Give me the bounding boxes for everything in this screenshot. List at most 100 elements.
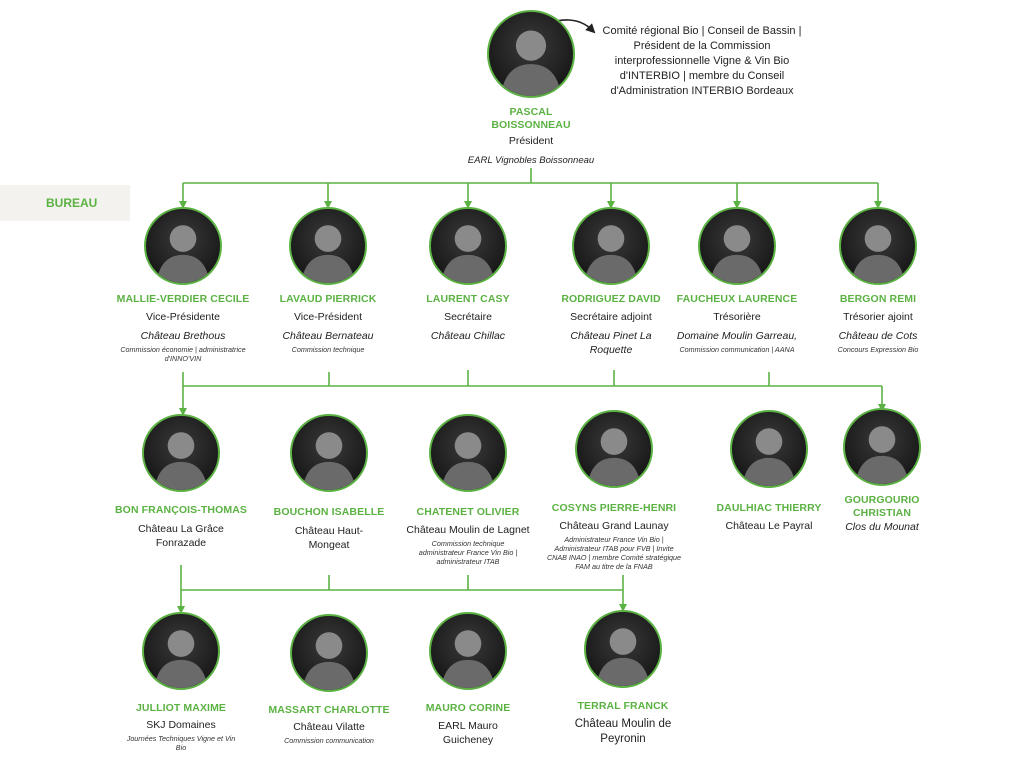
member-name: LAVAUD PIERRICK (279, 293, 377, 305)
member-photo (575, 410, 653, 488)
member-org: Château Moulin de Lagnet (406, 524, 530, 536)
person-silhouette-icon (441, 225, 495, 283)
member-role: Secrétaire (444, 311, 492, 323)
person-silhouette-icon (302, 632, 356, 690)
person-silhouette-icon (302, 432, 356, 490)
member-row1-4: COSYNS PIERRE-HENRI Château Grand Launay… (539, 410, 689, 571)
member-name: RODRIGUEZ DAVID (561, 293, 661, 305)
member-org: Château Moulin de Peyronin (574, 718, 672, 745)
member-org: Château Vilatte (293, 721, 365, 733)
member-photo (730, 410, 808, 488)
president-card: PASCAL BOISSONNEAU Président EARL Vignob… (427, 10, 635, 168)
member-note: Commission communication | AANA (679, 345, 795, 354)
member-row2-1: JULLIOT MAXIME SKJ Domaines Journées Tec… (106, 612, 256, 752)
member-name: TERRAL FRANCK (577, 700, 669, 712)
member-row2-2: MASSART CHARLOTTE Château Vilatte Commis… (254, 614, 404, 745)
member-role: Trésorier ajoint (843, 311, 913, 323)
person-silhouette-icon (587, 428, 641, 486)
member-photo (429, 414, 507, 492)
member-name: FAUCHEUX LAURENCE (676, 293, 798, 305)
member-row2-3: MAURO CORINE EARL Mauro Guicheney (393, 612, 543, 747)
member-name: JULLIOT MAXIME (135, 702, 227, 714)
president-role: Président (508, 135, 554, 147)
bureau-label-box: BUREAU (0, 185, 130, 221)
president-org: EARL Vignobles Boissonneau (467, 155, 595, 166)
member-photo (839, 207, 917, 285)
member-org: Château Pinet La Roquette (570, 330, 652, 356)
member-role: Vice-Présidente (146, 311, 220, 323)
person-silhouette-icon (301, 225, 355, 283)
bureau-member-6: BERGON REMI Trésorier ajoint Château de … (803, 207, 953, 354)
member-org: Domaine Moulin Garreau, (676, 330, 798, 342)
member-role: Vice-Président (293, 311, 363, 323)
person-silhouette-icon (855, 426, 909, 484)
member-role: Trésorière (713, 311, 761, 323)
member-org: Château Chillac (430, 330, 506, 342)
person-silhouette-icon (441, 432, 495, 490)
member-photo (572, 207, 650, 285)
member-row1-3: CHATENET OLIVIER Château Moulin de Lagne… (393, 414, 543, 566)
member-note: Commission technique (291, 345, 365, 354)
member-org: SKJ Domaines (146, 719, 216, 731)
member-photo (429, 612, 507, 690)
member-name: COSYNS PIERRE-HENRI (551, 502, 677, 514)
bureau-label: BUREAU (46, 196, 98, 210)
member-name: CHATENET OLIVIER (416, 506, 520, 518)
member-row1-6: GOURGOURIO CHRISTIAN Clos du Mounat (807, 408, 957, 534)
member-photo (289, 207, 367, 285)
person-silhouette-icon (851, 225, 905, 283)
bureau-member-4: RODRIGUEZ DAVID Secrétaire adjoint Châte… (536, 207, 686, 359)
member-org: Château Bernateau (282, 330, 374, 342)
member-photo (142, 414, 220, 492)
member-note: Administrateur France Vin Bio | Administ… (546, 535, 682, 571)
person-silhouette-icon (500, 30, 562, 96)
member-photo (843, 408, 921, 486)
member-photo (290, 614, 368, 692)
member-note: Journées Techniques Vigne et Vin Bio (126, 734, 236, 752)
person-silhouette-icon (156, 225, 210, 283)
member-row1-5: DAULHIAC THIERRY Château Le Payral (694, 410, 844, 533)
member-name: BOUCHON ISABELLE (273, 506, 385, 518)
person-silhouette-icon (596, 628, 650, 686)
member-name: DAULHIAC THIERRY (716, 502, 822, 514)
person-silhouette-icon (154, 630, 208, 688)
president-note: Comité régional Bio | Conseil de Bassin … (602, 25, 802, 97)
member-photo (584, 610, 662, 688)
person-silhouette-icon (710, 225, 764, 283)
member-row2-4: TERRAL FRANCK Château Moulin de Peyronin (548, 610, 698, 747)
member-org: Château Le Payral (725, 520, 813, 532)
member-row1-1: BON FRANÇOIS-THOMAS Château La Grâce Fon… (106, 414, 256, 550)
member-name: MAURO CORINE (425, 702, 511, 714)
member-name: BON FRANÇOIS-THOMAS (115, 504, 247, 516)
member-org: Château de Cots (838, 330, 918, 342)
bureau-member-3: LAURENT CASY Secrétaire Château Chillac (393, 207, 543, 345)
member-name: MALLIE-VERDIER CECILE (116, 293, 250, 305)
member-role: Secrétaire adjoint (570, 311, 652, 323)
person-silhouette-icon (742, 428, 796, 486)
person-silhouette-icon (441, 630, 495, 688)
member-org: EARL Mauro Guicheney (438, 720, 498, 746)
member-photo (142, 612, 220, 690)
member-org: Château La Grâce Fonrazade (138, 523, 224, 549)
member-note: Commission communication (284, 736, 374, 745)
bureau-member-1: MALLIE-VERDIER CECILE Vice-Présidente Ch… (108, 207, 258, 363)
member-name: GOURGOURIO CHRISTIAN (844, 494, 920, 519)
person-silhouette-icon (584, 225, 638, 283)
member-note: Concours Expression Bio (837, 345, 919, 354)
member-photo (290, 414, 368, 492)
bureau-member-2: LAVAUD PIERRICK Vice-Président Château B… (253, 207, 403, 354)
member-row1-2: BOUCHON ISABELLE Château Haut-Mongeat (254, 414, 404, 552)
member-org: Château Brethous (140, 330, 226, 342)
member-photo (429, 207, 507, 285)
member-name: LAURENT CASY (426, 293, 510, 305)
member-name: MASSART CHARLOTTE (268, 704, 390, 716)
member-note: Commission technique administrateur Fran… (418, 539, 518, 566)
person-silhouette-icon (154, 432, 208, 490)
member-name: BERGON REMI (839, 293, 917, 305)
member-org: Clos du Mounat (845, 521, 919, 533)
member-org: Château Grand Launay (559, 520, 669, 532)
president-name: PASCAL BOISSONNEAU (491, 106, 571, 131)
member-photo (698, 207, 776, 285)
member-note: Commission économie | administratrice d'… (120, 345, 246, 363)
president-photo (487, 10, 575, 98)
